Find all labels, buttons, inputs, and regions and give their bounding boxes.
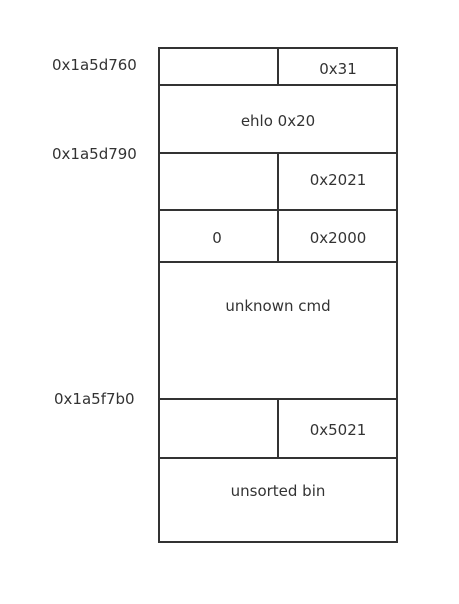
row-divider: [158, 457, 398, 459]
chunk3-data: unknown cmd: [225, 297, 331, 315]
chunk3-size: 0x2000: [309, 229, 367, 247]
address-label-2: 0x1a5d790: [52, 145, 137, 163]
chunk3-prev-size: 0: [212, 229, 222, 247]
chunk4-size: 0x5021: [309, 421, 367, 439]
address-label-3: 0x1a5f7b0: [54, 390, 135, 408]
chunk1-size: 0x31: [319, 60, 357, 78]
row-divider: [158, 84, 398, 86]
column-divider: [277, 152, 279, 262]
address-label-1: 0x1a5d760: [52, 56, 137, 74]
chunk2-size: 0x2021: [309, 171, 367, 189]
chunk1-data: ehlo 0x20: [240, 112, 316, 130]
row-divider: [158, 261, 398, 263]
column-divider: [277, 47, 279, 84]
chunk4-data: unsorted bin: [230, 482, 326, 500]
column-divider: [277, 398, 279, 458]
